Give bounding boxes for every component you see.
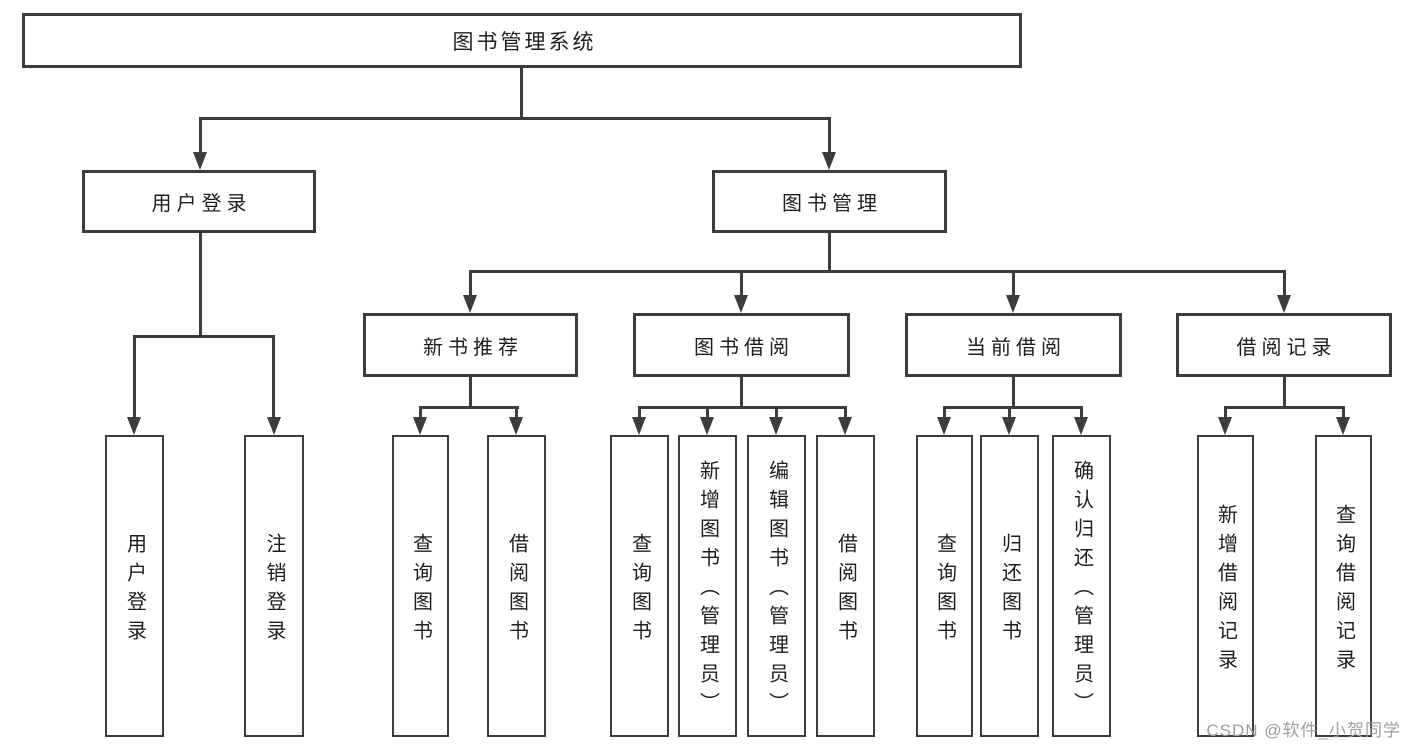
edge-recommend-hline: [419, 406, 519, 409]
leaf-edit-book-admin: 编辑图书（管理员）: [747, 435, 806, 737]
edge-login-stub: [199, 233, 202, 335]
node-current-borrowing-label: 当前借阅: [966, 336, 1066, 359]
edge-borrowing-hline: [638, 406, 847, 409]
leaf-query-borrow-record-label: 查询借阅记录: [1332, 503, 1355, 678]
node-user-login: 用户登录: [82, 170, 316, 233]
node-new-book-recommend-label: 新书推荐: [423, 336, 523, 359]
edge-records-stub: [1283, 377, 1286, 406]
leaf-borrow-books-recommend-label: 借阅图书: [505, 532, 528, 649]
arrow-down-icon: [193, 152, 207, 170]
edge-records-child1: [1224, 406, 1227, 417]
node-library-system-label: 图书管理系统: [452, 30, 597, 54]
leaf-query-books-borrowing: 查询图书: [610, 435, 669, 737]
leaf-user-login: 用户登录: [105, 435, 164, 737]
arrow-down-icon: [1218, 417, 1232, 435]
arrow-down-icon: [509, 417, 523, 435]
arrow-down-icon: [267, 417, 281, 435]
leaf-query-books-current-label: 查询图书: [933, 532, 956, 649]
arrow-down-icon: [413, 417, 427, 435]
edge-mgmt-to-borrowing: [740, 270, 743, 295]
leaf-edit-book-admin-label: 编辑图书（管理员）: [765, 460, 788, 721]
edge-records-child2: [1342, 406, 1345, 417]
edge-borrowing-child2: [706, 406, 709, 417]
arrow-down-icon: [1002, 417, 1016, 435]
leaf-logout-label: 注销登录: [263, 532, 285, 649]
arrow-down-icon: [1006, 295, 1020, 313]
node-user-login-label: 用户登录: [151, 193, 252, 215]
leaf-query-books-recommend: 查询图书: [392, 435, 449, 737]
edge-root-to-mgmt: [828, 117, 831, 152]
edge-records-hline: [1224, 406, 1345, 409]
leaf-add-borrow-record: 新增借阅记录: [1197, 435, 1254, 737]
edge-borrowing-child4: [844, 406, 847, 417]
edge-current-child2: [1008, 406, 1011, 417]
arrow-down-icon: [1277, 295, 1291, 313]
edge-mgmt-to-records: [1283, 270, 1286, 295]
leaf-return-book: 归还图书: [980, 435, 1039, 737]
arrow-down-icon: [463, 295, 477, 313]
edge-login-to-user-login: [133, 335, 136, 417]
edge-current-child3: [1080, 406, 1083, 417]
edge-mgmt-to-current: [1012, 270, 1015, 295]
edge-root-to-login: [199, 117, 202, 152]
edge-recommend-child1: [419, 406, 422, 417]
edge-root-stub: [520, 68, 523, 117]
leaf-add-borrow-record-label: 新增借阅记录: [1214, 503, 1237, 678]
edge-current-stub: [1012, 377, 1015, 406]
edge-borrowing-child1: [638, 406, 641, 417]
node-new-book-recommend: 新书推荐: [363, 313, 578, 377]
edge-recommend-stub: [469, 377, 472, 406]
arrow-down-icon: [822, 152, 836, 170]
leaf-confirm-return-admin-label: 确认归还（管理员）: [1070, 460, 1093, 721]
arrow-down-icon: [700, 417, 714, 435]
node-current-borrowing: 当前借阅: [905, 313, 1122, 377]
arrow-down-icon: [769, 417, 783, 435]
edge-borrowing-stub: [740, 377, 743, 406]
node-book-management-label: 图书管理: [782, 193, 882, 215]
edge-current-child1: [943, 406, 946, 417]
edge-mgmt-hline: [469, 270, 1286, 273]
node-book-borrowing-label: 图书借阅: [694, 336, 794, 359]
node-book-management: 图书管理: [712, 170, 947, 233]
leaf-add-book-admin: 新增图书（管理员）: [678, 435, 737, 737]
leaf-confirm-return-admin: 确认归还（管理员）: [1052, 435, 1111, 737]
arrow-down-icon: [734, 295, 748, 313]
leaf-query-books-current: 查询图书: [916, 435, 973, 737]
leaf-return-book-label: 归还图书: [998, 532, 1021, 649]
leaf-logout: 注销登录: [244, 435, 304, 737]
leaf-query-books-recommend-label: 查询图书: [409, 532, 432, 649]
leaf-query-borrow-record: 查询借阅记录: [1315, 435, 1372, 737]
edge-root-hline: [199, 117, 831, 120]
arrow-down-icon: [1336, 417, 1350, 435]
node-library-system: 图书管理系统: [22, 13, 1022, 68]
arrow-down-icon: [937, 417, 951, 435]
edge-login-hline: [133, 335, 275, 338]
edge-borrowing-child3: [775, 406, 778, 417]
arrow-down-icon: [632, 417, 646, 435]
edge-login-to-logout: [272, 335, 275, 417]
edge-current-hline: [943, 406, 1083, 409]
node-borrow-records: 借阅记录: [1176, 313, 1392, 377]
node-borrow-records-label: 借阅记录: [1236, 336, 1337, 359]
edge-recommend-child2: [515, 406, 518, 417]
csdn-watermark: CSDN @软件_小贺同学: [1206, 721, 1401, 740]
leaf-borrow-books-recommend: 借阅图书: [487, 435, 546, 737]
edge-mgmt-to-recommend: [469, 270, 472, 295]
leaf-query-books-borrowing-label: 查询图书: [628, 532, 651, 649]
leaf-borrow-books-borrowing-label: 借阅图书: [834, 532, 857, 649]
arrow-down-icon: [1074, 417, 1088, 435]
leaf-add-book-admin-label: 新增图书（管理员）: [696, 460, 719, 721]
arrow-down-icon: [838, 417, 852, 435]
leaf-user-login-label: 用户登录: [123, 532, 146, 649]
leaf-borrow-books-borrowing: 借阅图书: [816, 435, 875, 737]
edge-mgmt-stub: [828, 233, 831, 270]
node-book-borrowing: 图书借阅: [633, 313, 850, 377]
arrow-down-icon: [127, 417, 141, 435]
